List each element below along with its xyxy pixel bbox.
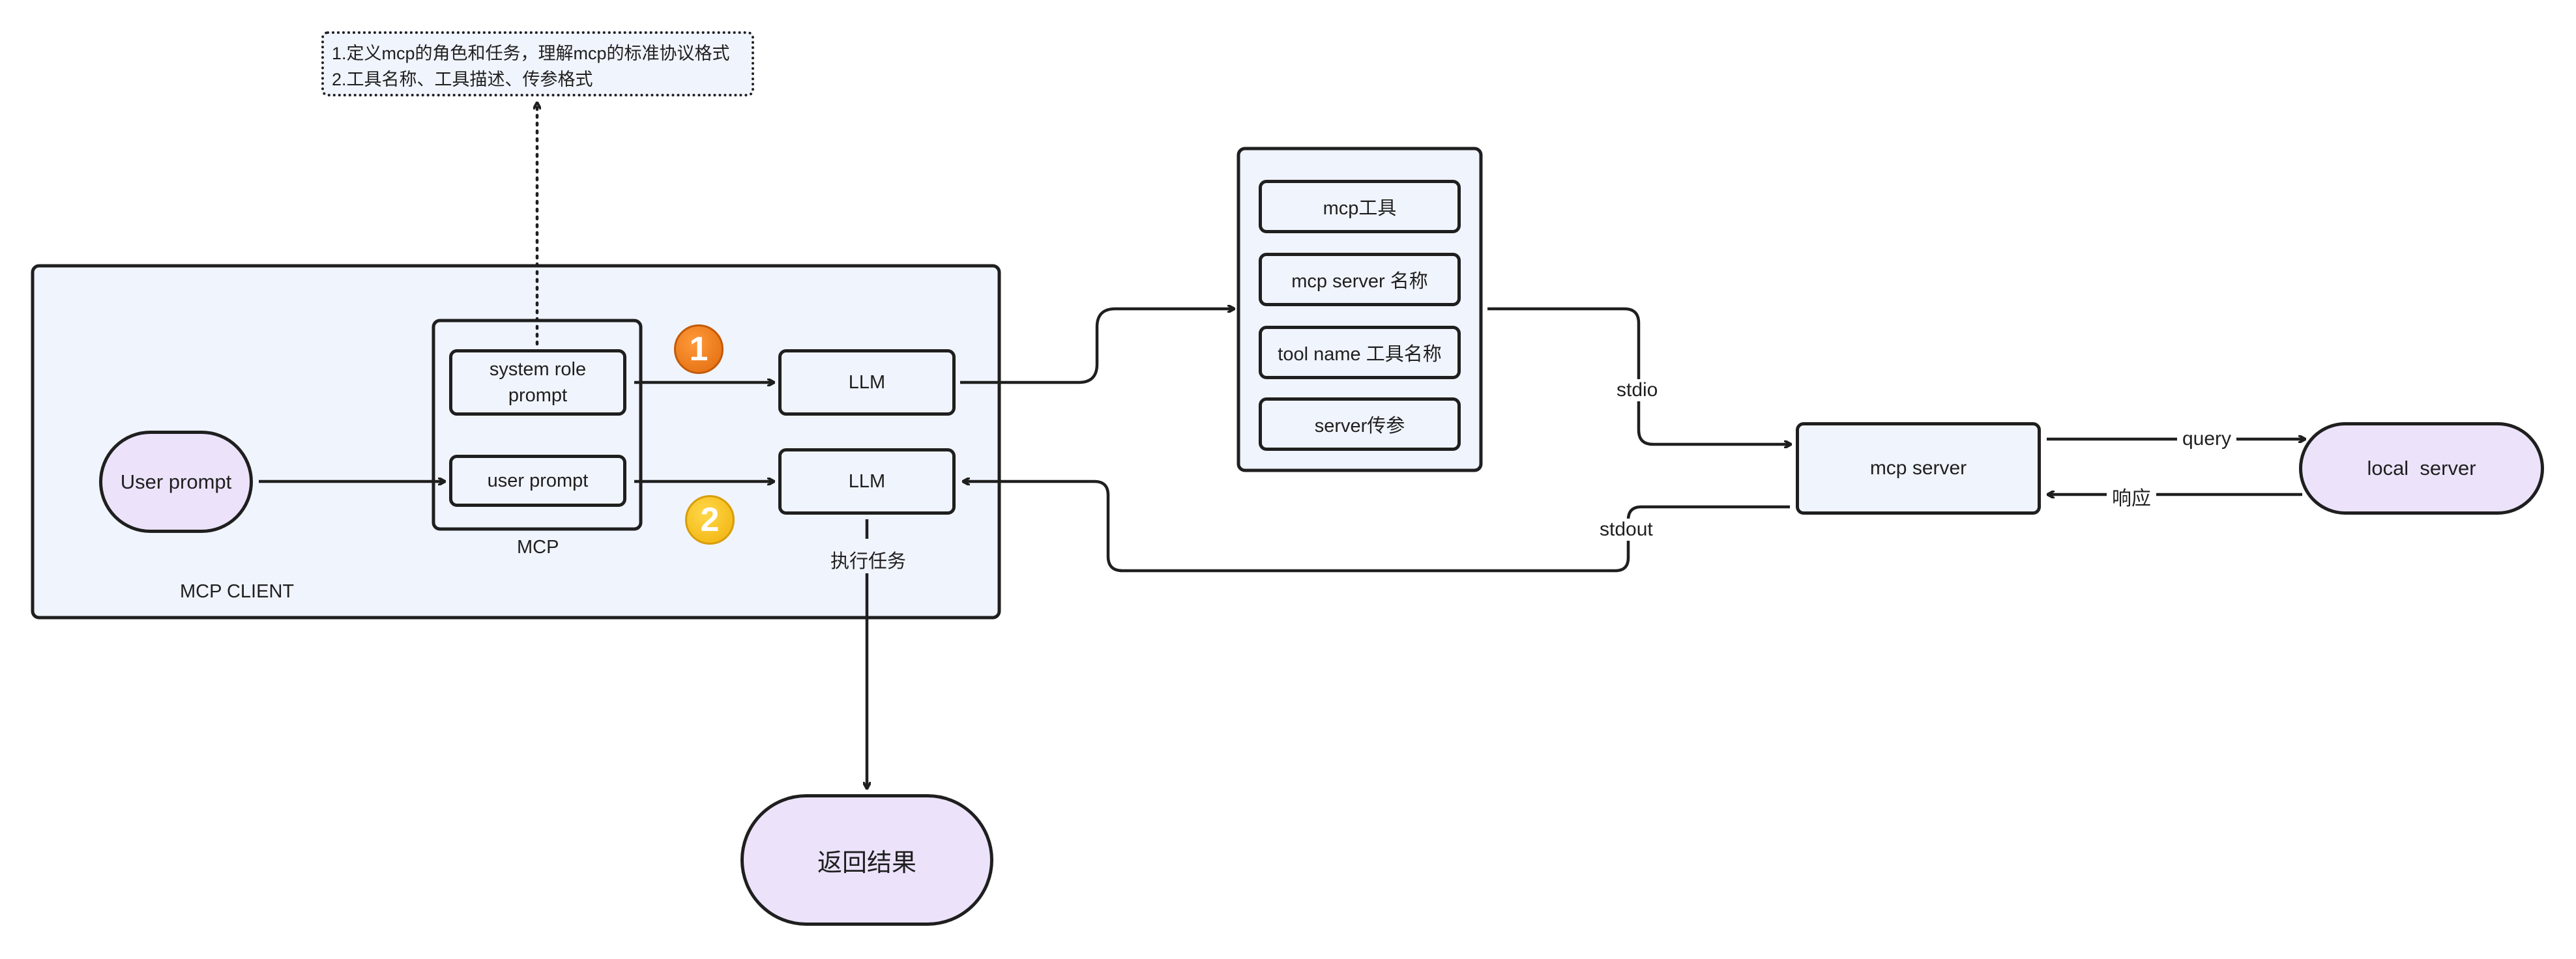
- llm-top-node[interactable]: LLM: [778, 349, 956, 416]
- badge-step-1: 1: [674, 324, 724, 374]
- mcp-server-node[interactable]: mcp server: [1796, 422, 2041, 515]
- llm-bottom-label: LLM: [848, 470, 886, 492]
- result-node[interactable]: 返回结果: [740, 794, 993, 926]
- badge-step-2-label: 2: [700, 501, 720, 539]
- tool-item-server-name-label: mcp server 名称: [1291, 271, 1428, 292]
- stdio-label: stdio: [1611, 379, 1663, 401]
- execute-task-label: 执行任务: [830, 551, 907, 572]
- llm-top-label: LLM: [848, 371, 886, 393]
- mcp-group-label: MCP: [517, 537, 559, 558]
- query-label: query: [2177, 428, 2237, 450]
- tool-item-server-params[interactable]: server传参: [1259, 397, 1461, 451]
- tool-item-mcp-tool[interactable]: mcp工具: [1259, 180, 1461, 233]
- mcp-server-label: mcp server: [1869, 457, 1967, 479]
- note-line-1: 1.定义mcp的角色和任务，理解mcp的标准协议格式: [332, 44, 730, 63]
- edge-tools-to-server: [1487, 307, 1791, 444]
- badge-step-1-label: 1: [689, 330, 709, 368]
- mcp-client-label: MCP CLIENT: [180, 581, 295, 602]
- note-box: 1.定义mcp的角色和任务，理解mcp的标准协议格式 2.工具名称、工具描述、传…: [321, 31, 754, 96]
- user-prompt-inner-label: user prompt: [487, 470, 589, 491]
- tool-item-server-params-label: server传参: [1314, 416, 1405, 437]
- stdout-label: stdout: [1594, 519, 1658, 541]
- note-line-2: 2.工具名称、工具描述、传参格式: [332, 70, 593, 89]
- tool-item-server-name[interactable]: mcp server 名称: [1259, 253, 1461, 306]
- edge-llm-to-tools: [960, 309, 1234, 384]
- user-prompt-node[interactable]: User prompt: [99, 431, 253, 533]
- tool-item-mcp-tool-label: mcp工具: [1323, 198, 1397, 219]
- result-label: 返回结果: [817, 849, 916, 877]
- response-label: 响应: [2107, 482, 2156, 511]
- tool-item-tool-name[interactable]: tool name 工具名称: [1259, 326, 1461, 379]
- user-prompt-inner-node[interactable]: user prompt: [449, 455, 626, 507]
- llm-bottom-node[interactable]: LLM: [778, 448, 956, 515]
- local-server-label: local server: [2367, 457, 2476, 480]
- user-prompt-label: User prompt: [120, 470, 232, 493]
- edge-server-to-llm: [963, 481, 1790, 573]
- system-role-prompt-node[interactable]: system role prompt: [449, 349, 626, 416]
- local-server-node[interactable]: local server: [2299, 422, 2544, 515]
- system-role-prompt-label: system role prompt: [489, 359, 587, 406]
- badge-step-2: 2: [685, 495, 735, 545]
- tool-item-tool-name-label: tool name 工具名称: [1278, 344, 1442, 365]
